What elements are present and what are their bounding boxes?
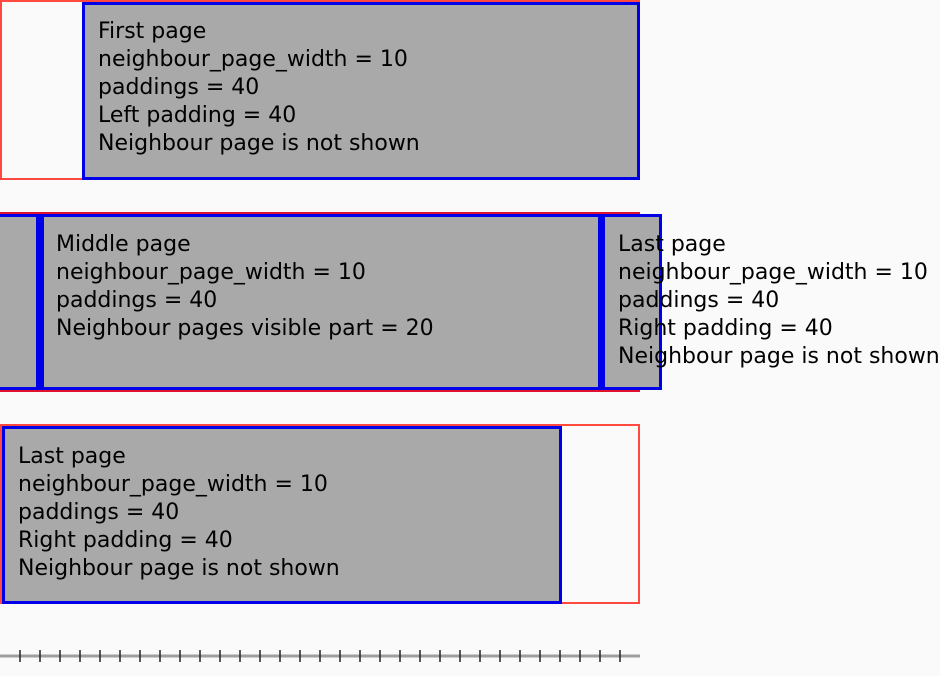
next-neighbour-paddings: paddings = 40: [618, 288, 780, 313]
next-neighbour-page: Last page neighbour_page_width = 10 padd…: [602, 214, 940, 390]
first-page-frame: First page neighbour_page_width = 10 pad…: [0, 0, 640, 180]
next-neighbour-width: neighbour_page_width = 10: [618, 260, 928, 285]
middle-page-text: Middle page neighbour_page_width = 10 pa…: [56, 231, 434, 343]
first-page-left-padding: Left padding = 40: [98, 103, 297, 128]
first-page-neighbour-width: neighbour_page_width = 10: [98, 47, 408, 72]
middle-page-frame: Middle page neighbour_page_width = 10 pa…: [0, 212, 940, 392]
first-page: First page neighbour_page_width = 10 pad…: [82, 2, 640, 180]
next-neighbour-right-padding: Right padding = 40: [618, 316, 833, 341]
middle-page-title: Middle page: [56, 232, 191, 257]
next-neighbour-note: Neighbour page is not shown: [618, 344, 940, 369]
first-page-paddings: paddings = 40: [98, 75, 260, 100]
next-neighbour-title: Last page: [618, 232, 726, 257]
middle-page-paddings: paddings = 40: [56, 288, 218, 313]
last-page-frame: Last page neighbour_page_width = 10 padd…: [0, 424, 640, 604]
middle-page-visible-part: Neighbour pages visible part = 20: [56, 316, 434, 341]
first-page-text: First page neighbour_page_width = 10 pad…: [98, 18, 420, 158]
last-page-title: Last page: [18, 444, 126, 469]
last-page-right-padding: Right padding = 40: [18, 528, 233, 553]
last-page-note: Neighbour page is not shown: [18, 556, 340, 581]
last-page: Last page neighbour_page_width = 10 padd…: [2, 426, 562, 604]
middle-page: Middle page neighbour_page_width = 10 pa…: [38, 214, 604, 390]
next-neighbour-text: Last page neighbour_page_width = 10 padd…: [618, 231, 940, 371]
middle-page-neighbour-width: neighbour_page_width = 10: [56, 260, 366, 285]
ruler: [0, 645, 640, 667]
first-page-note: Neighbour page is not shown: [98, 131, 420, 156]
last-page-paddings: paddings = 40: [18, 500, 180, 525]
ruler-svg: [0, 650, 640, 662]
first-page-title: First page: [98, 19, 207, 44]
last-page-text: Last page neighbour_page_width = 10 padd…: [18, 443, 340, 583]
previous-neighbour-page: [0, 214, 39, 390]
last-page-neighbour-width: neighbour_page_width = 10: [18, 472, 328, 497]
